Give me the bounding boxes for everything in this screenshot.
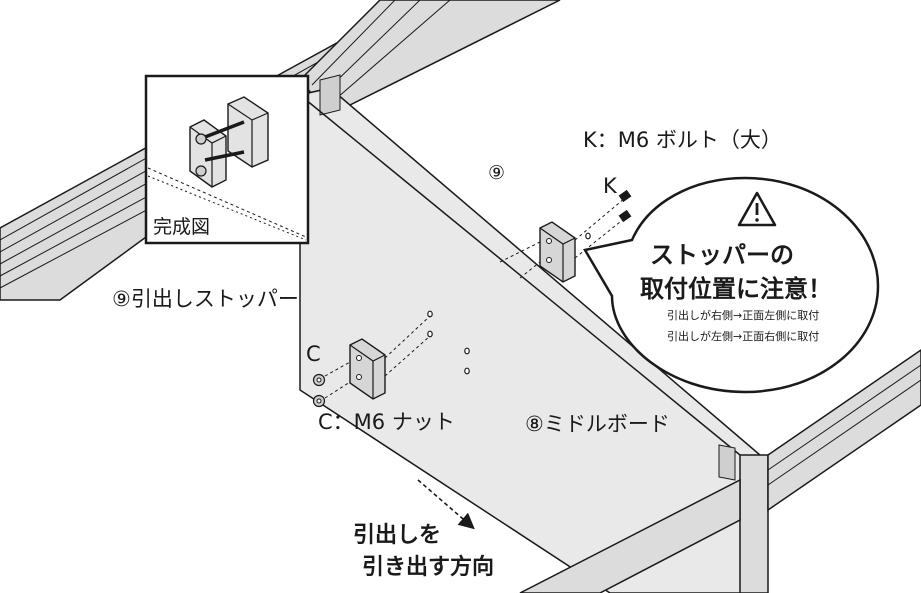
bolt-k-label: K：M6 ボルト（大） (583, 128, 782, 152)
stopper-part-label: ⑨引出しストッパー (112, 287, 299, 311)
stopper-block-lower (349, 338, 386, 400)
nut-code-label: C (306, 342, 321, 366)
warning-note-line2: 引出しが左側→正面右側に取付 (667, 330, 820, 343)
pull-direction-arrow (417, 479, 475, 530)
completed-view-inset (144, 74, 310, 245)
middle-board-label: ⑧ミドルボード (525, 412, 670, 436)
bolt-code-label: K (603, 174, 617, 198)
step-number-label: ⑨ (488, 162, 506, 184)
nut-c-label: C：M6 ナット (318, 410, 455, 434)
pull-direction-label-line1: 引出しを (353, 523, 442, 548)
warning-title-line1: ストッパーの (650, 241, 794, 269)
k-bolts (499, 189, 632, 279)
warning-triangle-icon (737, 191, 777, 227)
warning-note-line1: 引出しが右側→正面左側に取付 (667, 309, 820, 322)
mounting-holes (427, 232, 591, 375)
c-nuts (312, 315, 431, 408)
middle-board (299, 74, 769, 593)
completed-view-label: 完成図 (153, 216, 211, 238)
frame-rail-lower-right (767, 349, 921, 512)
stopper-block-upper (539, 221, 576, 283)
pull-direction-label-line2: 引き出す方向 (362, 555, 495, 580)
warning-callout (583, 176, 880, 394)
warning-title-line2: 取付位置に注意！ (640, 275, 832, 303)
frame-rail-bottom (519, 478, 741, 593)
